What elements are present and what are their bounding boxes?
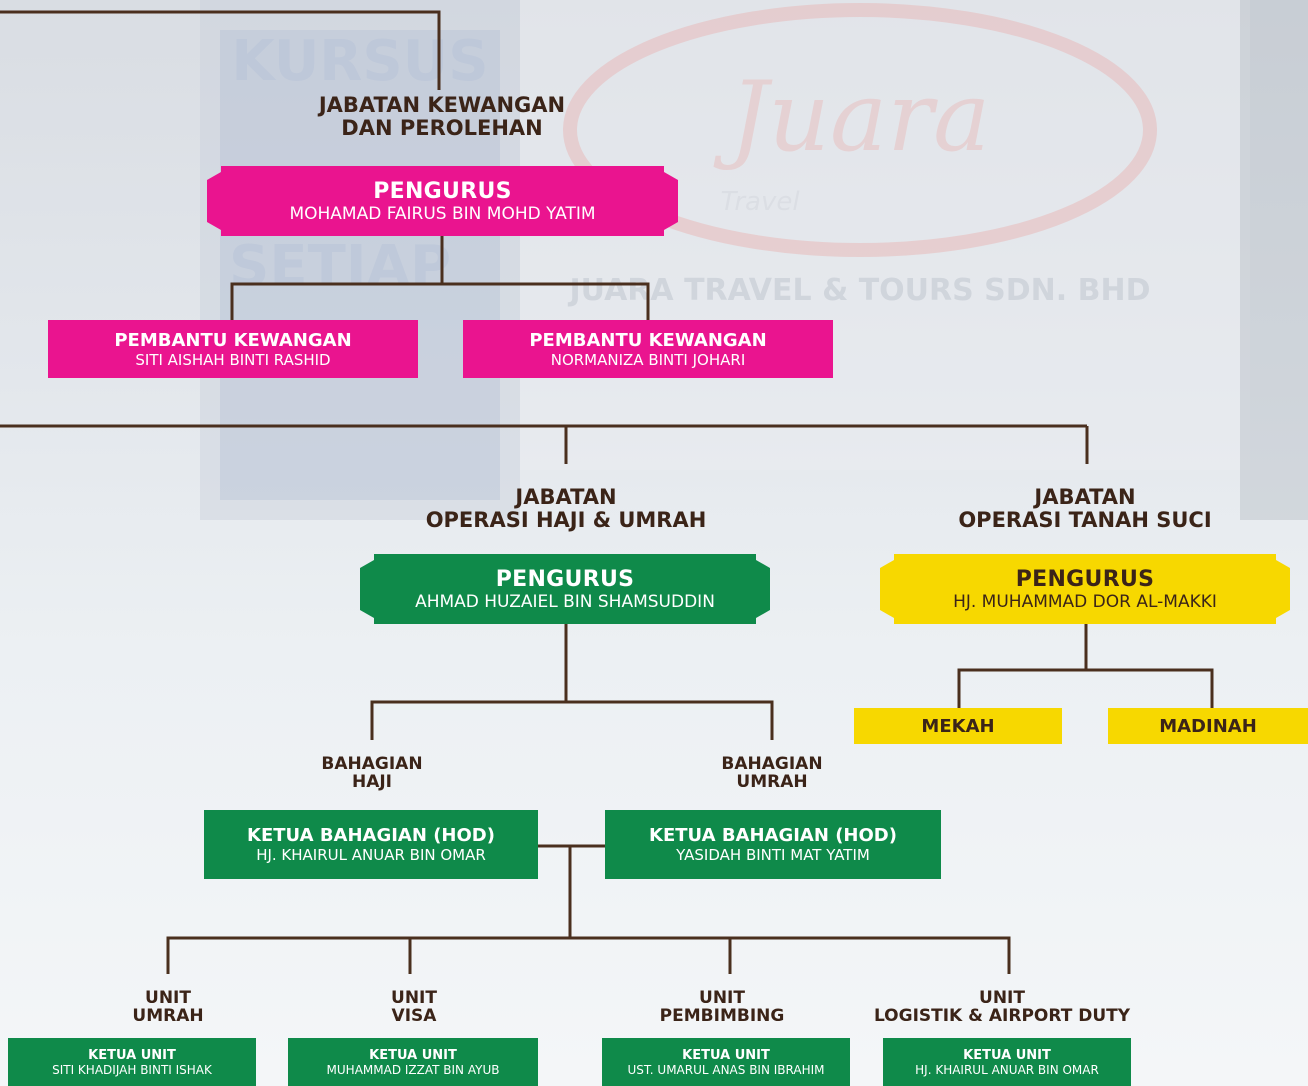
holy-land-dept-title: JABATAN OPERASI TANAH SUCI <box>930 486 1240 531</box>
division-umrah-name: YASIDAH BINTI MAT YATIM <box>676 846 870 864</box>
division-umrah-label-line1: BAHAGIAN <box>721 754 823 774</box>
unit-logistik-role: KETUA UNIT <box>963 1047 1051 1063</box>
unit-visa-label: UNIT VISA <box>314 989 514 1026</box>
unit-pembimbing-label: UNIT PEMBIMBING <box>622 989 822 1026</box>
unit-logistik-name: HJ. KHAIRUL ANUAR BIN OMAR <box>915 1062 1099 1077</box>
finance-assistant-1-name: SITI AISHAH BINTI RASHID <box>135 350 331 369</box>
finance-dept-title-line2: DAN PEROLEHAN <box>341 115 543 140</box>
unit-pembimbing-label-line1: UNIT <box>699 988 745 1008</box>
unit-umrah-label-line1: UNIT <box>145 988 191 1008</box>
division-haji-label: BAHAGIAN HAJI <box>292 755 452 792</box>
division-haji-label-line2: HAJI <box>351 772 393 793</box>
finance-assistant-1-box: PEMBANTU KEWANGAN SITI AISHAH BINTI RASH… <box>48 320 418 378</box>
unit-umrah-label-line2: UMRAH <box>132 1006 204 1027</box>
unit-logistik-label: UNIT LOGISTIK & AIRPORT DUTY <box>852 989 1152 1026</box>
unit-visa-role: KETUA UNIT <box>369 1047 457 1063</box>
operations-dept-title-line1: JABATAN <box>515 485 617 509</box>
operations-manager-box: PENGURUS AHMAD HUZAIEL BIN SHAMSUDDIN <box>360 554 770 624</box>
unit-pembimbing-label-line2: PEMBIMBING <box>659 1006 785 1027</box>
finance-assistant-2-role: PEMBANTU KEWANGAN <box>529 329 767 351</box>
city-madinah-box: MADINAH <box>1108 708 1308 744</box>
holy-land-dept-title-line2: OPERASI TANAH SUCI <box>958 507 1212 532</box>
operations-dept-title: JABATAN OPERASI HAJI & UMRAH <box>386 486 746 531</box>
finance-manager-name: MOHAMAD FAIRUS BIN MOHD YATIM <box>289 203 596 224</box>
city-madinah-label: MADINAH <box>1159 715 1257 737</box>
unit-visa-box: KETUA UNIT MUHAMMAD IZZAT BIN AYUB <box>288 1038 538 1086</box>
bg-company-text: JUARA TRAVEL & TOURS SDN. BHD <box>567 273 1150 308</box>
unit-visa-label-line2: VISA <box>391 1006 437 1027</box>
division-umrah-box: KETUA BAHAGIAN (HOD) YASIDAH BINTI MAT Y… <box>605 810 941 879</box>
unit-pembimbing-role: KETUA UNIT <box>682 1047 770 1063</box>
bg-brand-sub-text: Travel <box>720 187 800 217</box>
division-haji-label-line1: BAHAGIAN <box>321 754 423 774</box>
holy-land-manager-role: PENGURUS <box>1015 566 1155 592</box>
operations-dept-title-line2: OPERASI HAJI & UMRAH <box>425 507 707 532</box>
bg-brand-text: Juara <box>713 61 991 173</box>
unit-visa-label-line1: UNIT <box>391 988 437 1008</box>
unit-umrah-label: UNIT UMRAH <box>68 989 268 1026</box>
finance-dept-title-line1: JABATAN KEWANGAN <box>318 93 566 117</box>
division-umrah-role: KETUA BAHAGIAN (HOD) <box>649 825 897 846</box>
unit-pembimbing-name: UST. UMARUL ANAS BIN IBRAHIM <box>627 1062 825 1077</box>
unit-logistik-label-line1: UNIT <box>979 988 1025 1008</box>
unit-logistik-label-line2: LOGISTIK & AIRPORT DUTY <box>873 1006 1131 1027</box>
division-haji-role: KETUA BAHAGIAN (HOD) <box>247 825 495 846</box>
holy-land-manager-box: PENGURUS HJ. MUHAMMAD DOR AL-MAKKI <box>880 554 1290 624</box>
finance-manager-box: PENGURUS MOHAMAD FAIRUS BIN MOHD YATIM <box>207 166 678 236</box>
finance-assistant-2-box: PEMBANTU KEWANGAN NORMANIZA BINTI JOHARI <box>463 320 833 378</box>
operations-manager-name: AHMAD HUZAIEL BIN SHAMSUDDIN <box>415 591 715 612</box>
operations-manager-role: PENGURUS <box>495 566 635 592</box>
unit-visa-name: MUHAMMAD IZZAT BIN AYUB <box>326 1062 500 1077</box>
holy-land-dept-title-line1: JABATAN <box>1034 485 1136 509</box>
finance-dept-title: JABATAN KEWANGAN DAN PEROLEHAN <box>292 94 592 139</box>
finance-assistant-1-role: PEMBANTU KEWANGAN <box>114 329 352 351</box>
division-haji-box: KETUA BAHAGIAN (HOD) HJ. KHAIRUL ANUAR B… <box>204 810 538 879</box>
finance-manager-role: PENGURUS <box>373 178 512 204</box>
division-umrah-label-line2: UMRAH <box>736 772 808 793</box>
holy-land-manager-name: HJ. MUHAMMAD DOR AL-MAKKI <box>953 591 1217 612</box>
unit-umrah-name: SITI KHADIJAH BINTI ISHAK <box>52 1062 212 1077</box>
city-mekah-box: MEKAH <box>854 708 1062 744</box>
unit-umrah-box: KETUA UNIT SITI KHADIJAH BINTI ISHAK <box>8 1038 256 1086</box>
bg-left-sign-2: SETIAP <box>229 234 451 299</box>
unit-umrah-role: KETUA UNIT <box>88 1047 176 1063</box>
division-haji-name: HJ. KHAIRUL ANUAR BIN OMAR <box>256 846 486 864</box>
bg-left-sign-1: KURSUS <box>231 29 488 94</box>
unit-logistik-box: KETUA UNIT HJ. KHAIRUL ANUAR BIN OMAR <box>883 1038 1131 1086</box>
finance-assistant-2-name: NORMANIZA BINTI JOHARI <box>550 350 746 369</box>
unit-pembimbing-box: KETUA UNIT UST. UMARUL ANAS BIN IBRAHIM <box>602 1038 850 1086</box>
city-mekah-label: MEKAH <box>921 715 995 737</box>
division-umrah-label: BAHAGIAN UMRAH <box>692 755 852 792</box>
